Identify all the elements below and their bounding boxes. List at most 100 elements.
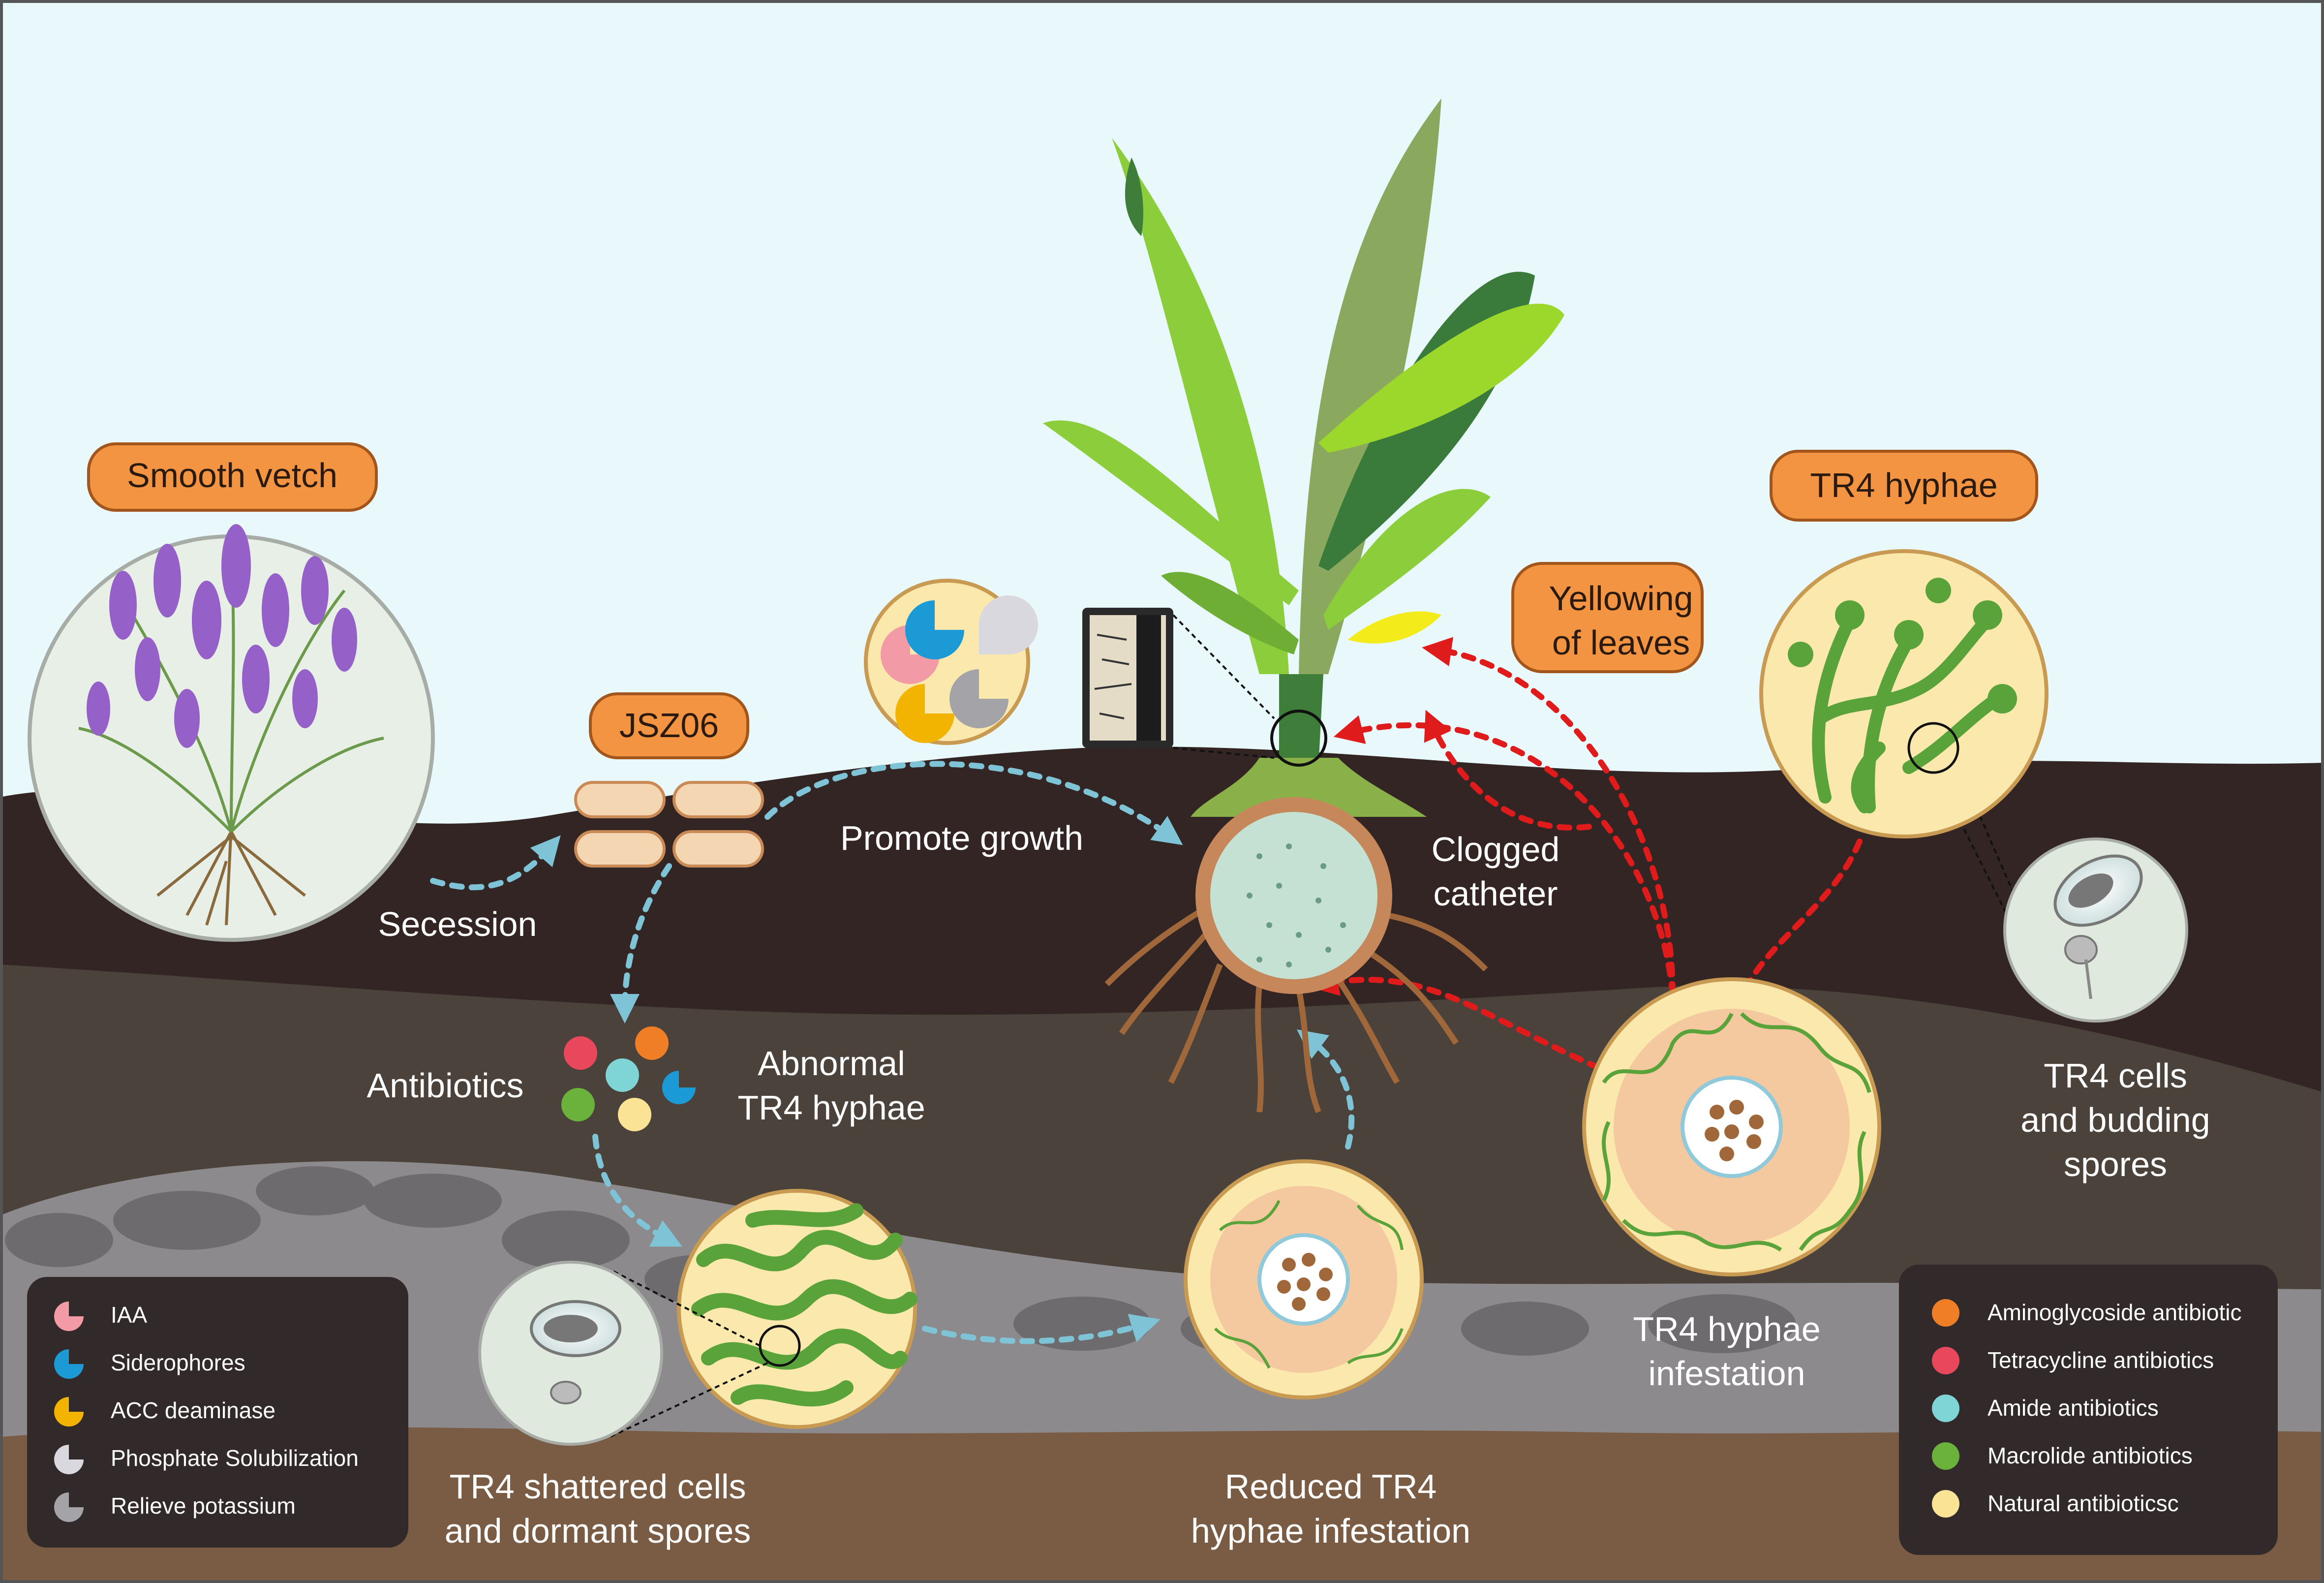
banana-corm [1104, 710, 1488, 1114]
secession-label: Secession [378, 905, 537, 943]
abnormal-label-1: Abnormal [758, 1044, 905, 1083]
vetch-roots [156, 826, 306, 926]
red-arrows [1309, 637, 1863, 1071]
bacterium [673, 830, 764, 868]
antibiotic-dots [561, 1026, 696, 1131]
shattered-label-2: and dormant spores [445, 1512, 751, 1550]
leaf-yellow [1348, 611, 1441, 644]
leaf-right-bright [1318, 304, 1564, 453]
tr4-hyphae-tag: TR4 hyphae [1770, 450, 2038, 522]
smooth-vetch-label: Smooth vetch [127, 456, 337, 495]
catheter-inset [1082, 608, 1275, 759]
legend-natural-dot [1932, 1490, 1959, 1518]
roots [1104, 902, 1488, 1114]
smooth-vetch-tag: Smooth vetch [87, 442, 378, 512]
infestation-label-1: TR4 hyphae [1633, 1310, 1820, 1348]
tr4-cells-label-3: spores [2064, 1145, 2167, 1183]
leaf-right-lower [1323, 489, 1491, 630]
legend-aminoglycoside-dot [1932, 1299, 1959, 1327]
blue-arrows [430, 761, 1355, 1344]
legend-metabolites: IAA Siderophores ACC deaminase Phosphate… [27, 1277, 408, 1548]
promote-growth-arrow [764, 761, 1183, 845]
banana-plant [1043, 98, 1564, 817]
legend-natural-label: Natural antibioticsc [1988, 1490, 2179, 1516]
legend-iaa-label: IAA [111, 1302, 147, 1328]
siderophore-pacman-dot [662, 1071, 696, 1104]
reduced-infestation-circle [1184, 1159, 1424, 1399]
bacteria-to-antibiotics-arrow [610, 863, 672, 1024]
legend-siderophores-icon [54, 1349, 84, 1379]
tr4-hyphae-to-infestation-arrow [1733, 838, 1863, 1013]
tr4-hyphae-label: TR4 hyphae [1810, 466, 1997, 504]
infestation-to-stem-arrow [1333, 715, 1676, 997]
yellowing-label-1: Yellowing [1549, 579, 1693, 618]
bacterium [673, 781, 764, 818]
legend-macrolide-label: Macrolide antibiotics [1988, 1443, 2193, 1468]
tr4-cells-label-2: and budding [2020, 1101, 2210, 1139]
vascular-dots [1277, 1253, 1333, 1311]
jsz06-tag: JSZ06 [589, 692, 749, 759]
acc-pacman [895, 684, 954, 743]
natural-dot [618, 1098, 651, 1131]
jsz06-label: JSZ06 [619, 706, 719, 745]
abnormal-hyphae-circle [677, 1189, 917, 1429]
leaf-left-lower [1161, 572, 1299, 654]
siderophores-pacman [905, 600, 964, 659]
tangled-hyphae [691, 1203, 917, 1407]
bacterium [574, 830, 666, 868]
yellowing-label-2: of leaves [1552, 623, 1690, 662]
legend-siderophores-label: Siderophores [111, 1350, 245, 1375]
leaf-top-left-dark [1125, 157, 1143, 236]
bacterium [574, 781, 666, 818]
infestation-circle [1582, 977, 1881, 1276]
smooth-vetch-circle [28, 524, 435, 942]
tr4-cells-circle [2003, 838, 2188, 1023]
phosphate-pacman [979, 595, 1038, 654]
shattered-cells-circle [478, 1261, 768, 1446]
legend-amide-label: Amide antibiotics [1988, 1395, 2159, 1421]
secession-arrow [430, 835, 561, 891]
reduced-to-root-arrow [1297, 1029, 1355, 1149]
metabolite-circle [864, 579, 1038, 745]
antibiotics-to-hyphae-arrow [592, 1134, 682, 1247]
yellowing-tag: Yellowing of leaves [1511, 562, 1704, 673]
corm-neck [1191, 758, 1427, 817]
legend-amide-dot [1932, 1395, 1959, 1422]
leaf-top-left [1112, 138, 1289, 674]
antibiotics-label: Antibiotics [367, 1066, 523, 1105]
legend-acc-icon [54, 1397, 84, 1427]
potassium-pacman [949, 669, 1009, 728]
legend-tetracycline-label: Tetracycline antibiotics [1988, 1347, 2214, 1373]
leaf-left-long [1043, 420, 1299, 605]
reduced-label-1: Reduced TR4 [1225, 1467, 1437, 1506]
tr4-cells-label-1: TR4 cells [2044, 1056, 2187, 1095]
jsz06-bacteria [574, 781, 764, 868]
legend-potassium-label: Relieve potassium [111, 1493, 296, 1519]
abnormal-to-reduced-arrow [922, 1314, 1161, 1344]
promote-growth-label: Promote growth [840, 819, 1083, 857]
stem [1279, 674, 1323, 768]
macrolide-dot [561, 1088, 595, 1121]
legend-potassium-icon [54, 1492, 84, 1522]
legend-macrolide-dot [1932, 1442, 1959, 1470]
legend-aminoglycoside-label: Aminoglycoside antibiotic [1988, 1300, 2242, 1325]
sparse-hyphae [1214, 1200, 1404, 1369]
legend-acc-label: ACC deaminase [111, 1397, 275, 1423]
corm-dots [1247, 843, 1346, 967]
legend-iaa-icon [54, 1302, 84, 1331]
tr4-hyphae-to-stem-arrow [1424, 710, 1592, 831]
reduced-label-2: hyphae infestation [1191, 1512, 1470, 1550]
legend-tetracycline-dot [1932, 1347, 1959, 1374]
legend-antibiotics: Aminoglycoside antibiotic Tetracycline a… [1899, 1265, 2278, 1555]
amide-dot [606, 1058, 639, 1092]
aminoglycoside-dot [635, 1026, 669, 1060]
clogged-label-2: catheter [1434, 874, 1558, 913]
dense-hyphae [1602, 1012, 1871, 1252]
vetch-flowers [87, 524, 357, 748]
infestation-label-2: infestation [1648, 1354, 1805, 1393]
infestation-to-leaf-arrow [1422, 637, 1676, 997]
stem-highlight-circle [1270, 710, 1327, 767]
